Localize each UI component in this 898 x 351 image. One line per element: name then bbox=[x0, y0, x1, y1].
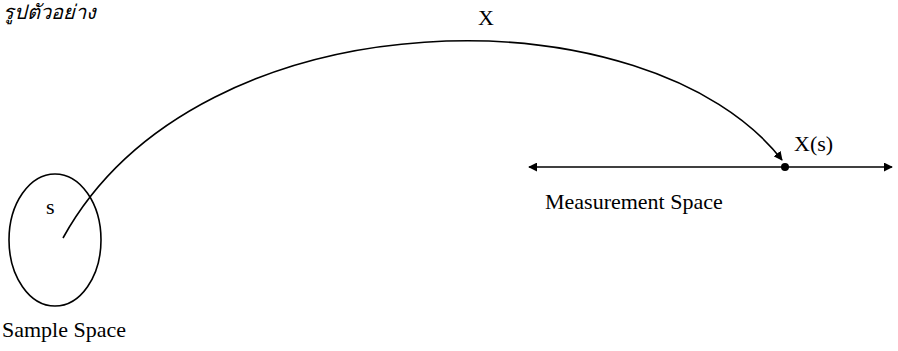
mapping-arc bbox=[63, 41, 782, 238]
real-line bbox=[529, 166, 892, 168]
ellipse-outline bbox=[8, 173, 102, 307]
space-name: Sample Space bbox=[2, 318, 126, 342]
point-label: s bbox=[46, 195, 55, 219]
space-name: Measurement Space bbox=[545, 190, 723, 214]
function-label: X bbox=[478, 6, 494, 30]
figure-heading: รูปตัวอย่าง bbox=[3, 1, 96, 23]
image-label: X(s) bbox=[794, 132, 833, 156]
sample-space-ellipse: s bbox=[8, 173, 102, 307]
image-point bbox=[781, 163, 789, 171]
